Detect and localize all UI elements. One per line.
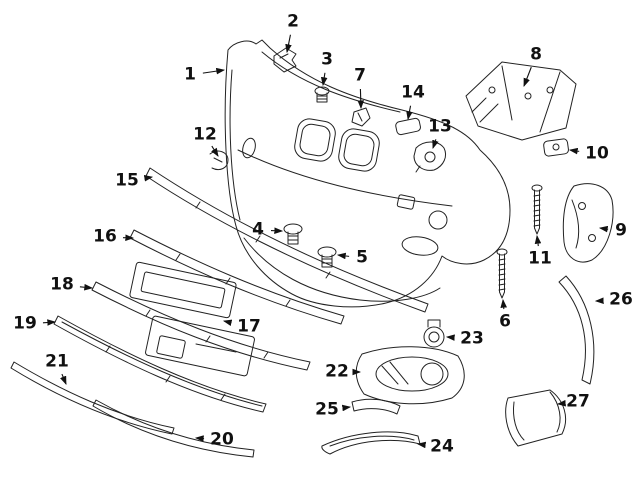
callout-19: 19 [13,313,37,334]
part-25-small-trim [351,398,401,415]
leader-line-19 [42,319,57,326]
leader-line-13 [432,139,439,150]
callout-5: 5 [356,247,368,268]
callout-7: 7 [354,65,366,86]
callout-2: 2 [287,11,299,32]
leader-line-2 [285,34,292,54]
callout-13: 13 [428,116,452,137]
part-10-small-bracket [543,138,569,157]
leader-line-6 [500,298,507,310]
callout-14: 14 [401,82,425,103]
callout-23: 23 [460,328,484,349]
leader-line-11 [534,234,542,247]
part-3-expanding-grommet [314,86,330,103]
leader-line-21 [60,373,67,386]
callout-16: 16 [93,226,117,247]
leader-line-25 [341,404,352,412]
leader-line-20 [194,435,205,442]
leader-line-17 [222,319,233,327]
callout-26: 26 [609,289,633,310]
leader-line-10 [568,147,580,155]
callout-3: 3 [321,49,333,70]
leader-line-24 [416,441,427,449]
leader-line-3 [320,72,328,87]
callout-10: 10 [585,143,609,164]
callout-9: 9 [615,220,627,241]
leader-line-14 [406,105,413,121]
part-8-support-bracket [465,61,577,141]
part-19-trim-strip [53,315,267,413]
part-26-wheel-arch-trim [558,275,595,385]
part-4-expanding-nut [283,223,303,245]
part-22-fog-lamp-grille [355,346,465,405]
part-1-front-bumper-cover [224,39,511,308]
callout-25: 25 [315,399,339,420]
callout-27: 27 [566,391,590,412]
part-18-trim-strip [91,281,311,371]
part-9-side-support [562,183,614,263]
callout-12: 12 [193,124,217,145]
part-13-cover-holder [413,141,447,173]
callout-11: 11 [528,248,552,269]
callout-24: 24 [430,436,454,457]
callout-21: 21 [45,351,69,372]
leader-line-8 [523,66,532,88]
part-27-corner-spoiler [505,389,566,447]
leader-line-18 [79,283,94,291]
callout-22: 22 [325,361,349,382]
leader-line-5 [336,252,350,260]
part-15-lower-trim-strip [145,167,429,313]
part-6-bolt [496,248,508,299]
part-24-lower-grille-trim [321,431,421,455]
callout-17: 17 [237,316,261,337]
callout-6: 6 [499,311,511,332]
callout-8: 8 [530,44,542,65]
callout-4: 4 [252,219,264,240]
part-11-bolt [531,184,543,235]
leader-line-9 [598,225,609,233]
callout-20: 20 [210,429,234,450]
part-21-thin-strip [10,361,175,435]
part-14-pad [395,117,421,136]
callout-15: 15 [115,170,139,191]
leader-line-1 [202,67,226,75]
part-5-expanding-rivet [317,246,337,268]
part-23-parking-sensor [423,319,445,348]
leader-line-23 [445,334,455,341]
callout-18: 18 [50,274,74,295]
part-17-license-plate-base [129,261,255,377]
part-20-strip [92,399,255,458]
callout-1: 1 [184,64,196,85]
leader-line-12 [211,145,219,157]
leader-line-7 [357,88,365,110]
leader-line-15 [143,174,154,182]
